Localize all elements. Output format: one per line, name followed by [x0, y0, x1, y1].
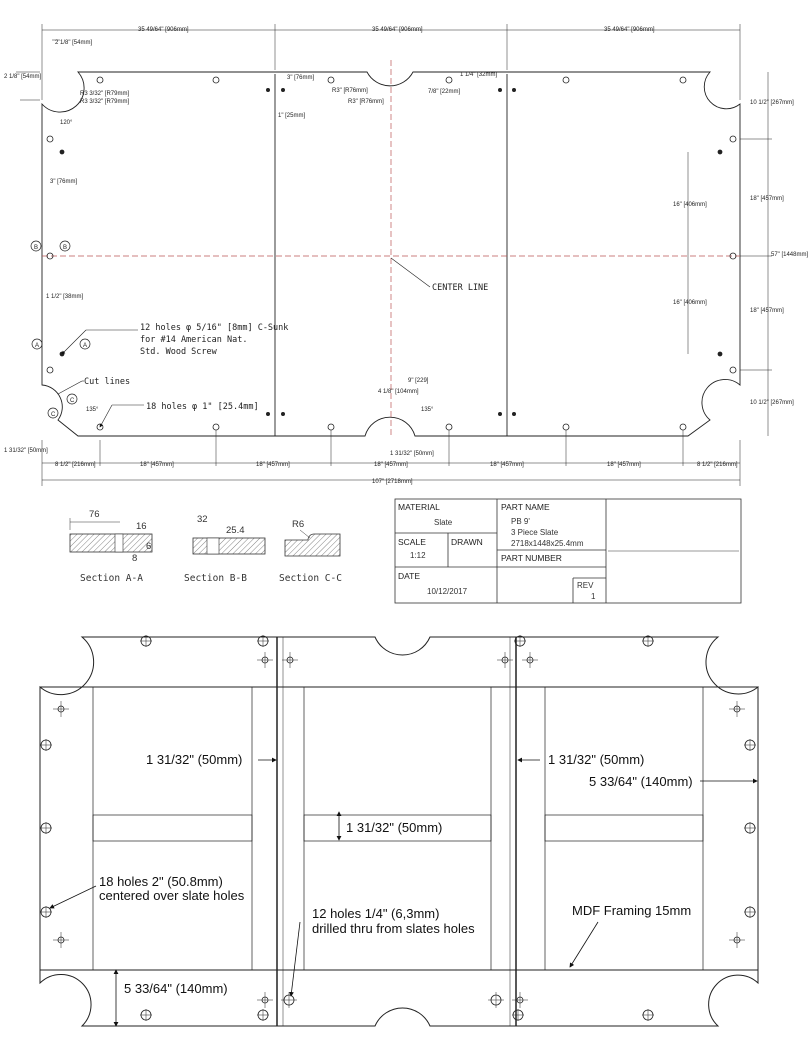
holes-12-label-3: Std. Wood Screw [140, 347, 218, 357]
part-name-line3: 2718x1448x25.4mm [511, 539, 584, 548]
section-bb-32: 32 [197, 514, 208, 525]
dim-angle-135-b: 135° [421, 407, 434, 413]
dim-r3d: R3" [R76mm] [348, 99, 384, 105]
holes-12-label-1: 12 holes φ 5/16" [8mm] C-Sunk [140, 323, 288, 333]
dim-3in-v: 3" [76mm] [50, 179, 77, 185]
scale-value: 1:12 [410, 551, 426, 560]
dim-seg3: 35 49/64" [906mm] [604, 27, 655, 33]
cut-lines-label: Cut lines [84, 377, 130, 387]
title-block [394, 498, 742, 604]
part-name-line1: PB 9' [511, 517, 530, 526]
part-name-line2: 3 Piece Slate [511, 528, 559, 537]
dim-bottom-2: 18" [457mm] [140, 462, 174, 468]
dim-right-2: 18" [457mm] [750, 196, 784, 202]
dim-inner-16-b: 16" [406mm] [673, 300, 707, 306]
marker-b-left: B [34, 245, 38, 251]
section-markers: A A B B C C [30, 240, 91, 419]
dim-1-1-4: 1 1/4" [32mm] [460, 72, 497, 78]
top-dimension-text: 35 49/64" [906mm] 35 49/64" [906mm] 35 4… [4, 27, 808, 485]
edge-right-label: 5 33/64" (140mm) [589, 774, 693, 789]
section-aa-76: 76 [89, 509, 100, 520]
dim-inner-16-a: 16" [406mm] [673, 202, 707, 208]
material-value: Slate [434, 518, 453, 527]
frame-annotations [49, 757, 758, 1027]
dim-7-8: 7/8" [22mm] [428, 89, 460, 95]
dim-right-1: 10 1/2" [267mm] [750, 100, 794, 106]
gap-left-label: 1 31/32" (50mm) [146, 752, 242, 767]
dim-right-4: 10 1/2" [267mm] [750, 400, 794, 406]
dim-bottom-6: 18" [457mm] [607, 462, 641, 468]
dim-9: 9" [229] [408, 378, 429, 384]
section-aa-6: 6 [146, 541, 151, 552]
slate-holes [46, 76, 737, 431]
date-value: 10/12/2017 [427, 587, 468, 596]
gap-mid-label: 1 31/32" (50mm) [346, 820, 442, 835]
dim-1-1-2: 1 1/2" [38mm] [46, 294, 83, 300]
holes-12-bottom-l2: drilled thru from slates holes [312, 921, 475, 936]
dim-bottom-7: 8 1/2" [216mm] [697, 462, 738, 468]
holes-18-bottom-l2: centered over slate holes [99, 888, 245, 903]
section-aa-8: 8 [132, 553, 137, 564]
dim-bottom-3: 18" [457mm] [256, 462, 290, 468]
marker-c-right: C [70, 398, 75, 404]
part-name-label: PART NAME [501, 502, 550, 512]
slate-outline [41, 71, 741, 437]
holes-18-bottom-l1: 18 holes 2" (50.8mm) [99, 874, 223, 889]
edge-bottom-label: 5 33/64" (140mm) [124, 981, 228, 996]
dim-bottom-4: 18" [457mm] [374, 462, 408, 468]
center-line-label: CENTER LINE [432, 283, 488, 293]
dim-4-1-8: 4 1/8" [104mm] [378, 389, 419, 395]
dim-seg1: 35 49/64" [906mm] [138, 27, 189, 33]
drawn-label: DRAWN [451, 537, 483, 547]
top-leaders [57, 257, 431, 428]
section-bb-title: Section B-B [184, 573, 247, 584]
part-number-label: PART NUMBER [501, 553, 562, 563]
section-aa-title: Section A-A [80, 573, 143, 584]
dim-right-57: 57" [1448mm] [771, 252, 808, 258]
marker-b-right: B [63, 245, 67, 251]
hole-crosshairs [40, 635, 756, 1021]
holes-12-label-2: for #14 American Nat. [140, 335, 247, 345]
rev-label: REV [577, 581, 594, 590]
dim-total: 107" [2718mm] [372, 479, 413, 485]
dim-2-1-8-top: 2 1/8" [54mm] [55, 40, 92, 46]
scale-label: SCALE [398, 537, 426, 547]
frame-annotation-text: 1 31/32" (50mm) 1 31/32" (50mm) 5 33/64"… [99, 752, 693, 996]
dim-1-31-32-b: 1 31/32" [50mm] [390, 451, 434, 457]
mdf-framing-label: MDF Framing 15mm [572, 903, 691, 918]
dim-1in: 1" [25mm] [278, 113, 305, 119]
dim-3in: 3" [76mm] [287, 75, 314, 81]
section-aa-16: 16 [136, 521, 147, 532]
dim-angle-120: 120° [60, 120, 73, 126]
dim-bottom-5: 18" [457mm] [490, 462, 524, 468]
dim-2-1-8-side: 2 1/8" [54mm] [4, 74, 41, 80]
top-dimension-lines [16, 24, 772, 486]
material-label: MATERIAL [398, 502, 440, 512]
holes-12-bottom-l1: 12 holes 1/4" (6,3mm) [312, 906, 439, 921]
frame-bottom-view [39, 636, 759, 1027]
dim-bottom-1: 8 1/2" [216mm] [55, 462, 96, 468]
dim-angle-135-a: 135° [86, 407, 99, 413]
dim-seg2: 35 49/64" [906mm] [372, 27, 423, 33]
gap-right-label: 1 31/32" (50mm) [548, 752, 644, 767]
holes-18-label: 18 holes φ 1" [25.4mm] [146, 402, 259, 412]
dim-right-3: 18" [457mm] [750, 308, 784, 314]
rev-value: 1 [591, 592, 596, 601]
section-views: 76 16 8 6 Section A-A 32 25.4 Section B-… [69, 509, 342, 584]
dim-1-31-32-a: 1 31/32" [50mm] [4, 448, 48, 454]
section-cc-title: Section C-C [279, 573, 342, 584]
dim-r3a: R3 3/32" [R79mm] [80, 91, 129, 97]
marker-a-left: A [35, 343, 39, 349]
marker-c-left: C [51, 412, 56, 418]
dim-r3b: R3 3/32" [R79mm] [80, 99, 129, 105]
date-label: DATE [398, 571, 420, 581]
section-bb-254: 25.4 [226, 525, 245, 536]
marker-a-right: A [83, 343, 87, 349]
section-cc-r6: R6 [292, 519, 304, 530]
dim-r3c: R3" [R76mm] [332, 88, 368, 94]
title-block-text: MATERIAL Slate PART NAME PB 9' 3 Piece S… [398, 502, 596, 601]
slate-top-view [41, 60, 741, 437]
